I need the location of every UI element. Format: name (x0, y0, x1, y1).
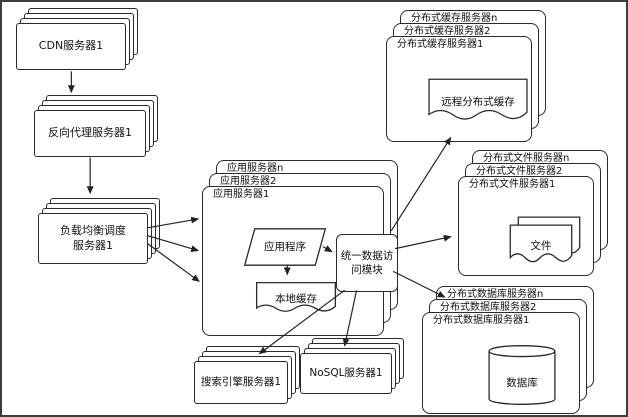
file-server-n-label: 分布式文件服务器n (483, 153, 570, 164)
app-server-1-label: 应用服务器1 (213, 189, 270, 200)
reverse-proxy-node: 反向代理服务器1 (34, 110, 146, 157)
app-server-group: 应用服务器n 应用服务器2 应用服务器1 应用程序 本地缓存 (202, 160, 398, 336)
nosql-server-stack: NoSQL服务器1 (300, 338, 404, 394)
cache-server-n-label: 分布式缓存服务器n (411, 13, 498, 24)
reverse-proxy-label: 反向代理服务器1 (48, 126, 132, 140)
search-server-label: 搜索引擎服务器1 (200, 375, 282, 388)
database-label: 数据库 (506, 376, 538, 389)
database-cylinder: 数据库 (487, 341, 557, 409)
application-shape: 应用程序 (243, 227, 327, 267)
db-server-2-label: 分布式数据库服务器2 (440, 302, 537, 313)
cdn-server-node: CDN服务器1 (16, 23, 126, 70)
db-server-group: 分布式数据库服务器n 分布式数据库服务器2 分布式数据库服务器1 数据库 (422, 286, 594, 414)
remote-cache-shape: 远程分布式缓存 (427, 77, 529, 127)
db-server-1-box: 分布式数据库服务器1 数据库 (422, 312, 580, 414)
cache-server-2-label: 分布式缓存服务器2 (404, 26, 491, 37)
db-server-1-label: 分布式数据库服务器1 (433, 315, 530, 326)
data-access-module-label: 统一数据访问模块 (340, 249, 394, 276)
nosql-server-label: NoSQL服务器1 (309, 366, 383, 379)
file-doc-front-shape: 文件 (509, 223, 573, 269)
remote-cache-label: 远程分布式缓存 (441, 95, 515, 108)
cache-server-1-box: 分布式缓存服务器1 远程分布式缓存 (386, 36, 532, 142)
cache-server-group: 分布式缓存服务器n 分布式缓存服务器2 分布式缓存服务器1 远程分布式缓存 (386, 10, 546, 142)
data-access-module: 统一数据访问模块 (336, 234, 398, 292)
files-label: 文件 (530, 239, 552, 252)
local-cache-shape: 本地缓存 (255, 281, 337, 317)
nosql-server-node: NoSQL服务器1 (300, 353, 392, 394)
search-server-node: 搜索引擎服务器1 (194, 361, 288, 404)
cdn-server-label: CDN服务器1 (38, 39, 104, 53)
file-server-1-label: 分布式文件服务器1 (469, 179, 556, 190)
file-server-1-box: 分布式文件服务器1 文件 (458, 176, 594, 276)
application-label: 应用程序 (264, 240, 306, 253)
app-server-2-label: 应用服务器2 (220, 176, 277, 187)
app-server-n-label: 应用服务器n (227, 163, 284, 174)
load-balancer-node: 负载均衡调度服务器1 (38, 213, 148, 264)
load-balancer-label: 负载均衡调度服务器1 (60, 224, 126, 252)
local-cache-label: 本地缓存 (275, 292, 317, 305)
cache-server-1-label: 分布式缓存服务器1 (397, 39, 484, 50)
file-server-2-label: 分布式文件服务器2 (476, 166, 563, 177)
load-balancer-stack: 负载均衡调度服务器1 (38, 198, 160, 264)
db-server-n-label: 分布式数据库服务器n (447, 289, 544, 300)
reverse-proxy-stack: 反向代理服务器1 (34, 95, 158, 157)
file-server-group: 分布式文件服务器n 分布式文件服务器2 分布式文件服务器1 文件 (458, 150, 608, 276)
cdn-server-stack: CDN服务器1 (16, 8, 138, 70)
search-server-stack: 搜索引擎服务器1 (194, 346, 300, 404)
